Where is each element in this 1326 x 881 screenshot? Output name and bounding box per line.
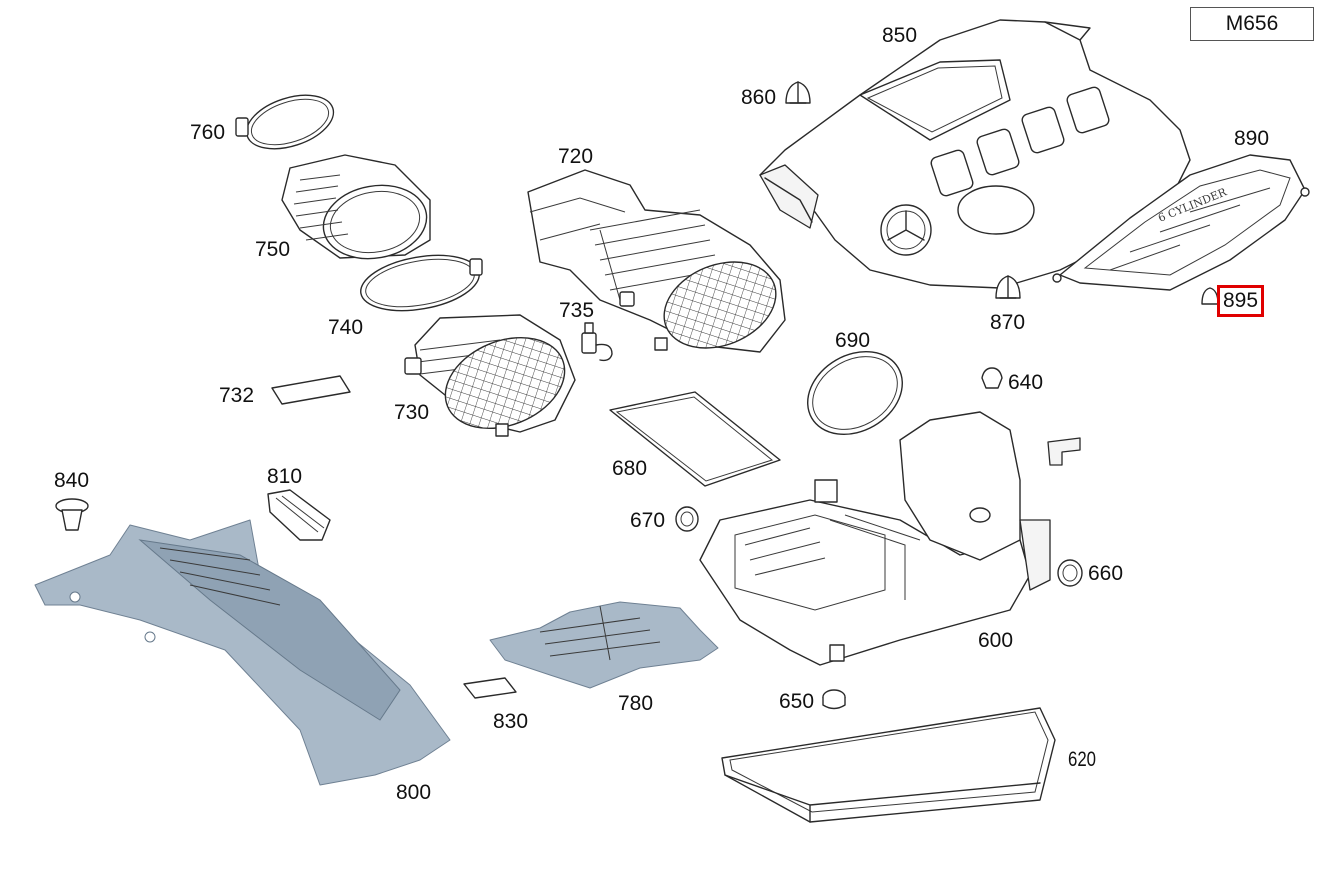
clip-895[interactable] [1201,287,1219,305]
sensor-735[interactable] [581,322,613,362]
air-guide-780[interactable] [489,601,719,689]
callout-620[interactable]: 620 [1068,748,1097,771]
callout-780[interactable]: 780 [618,692,654,715]
intake-duct-730[interactable] [404,314,578,445]
callout-850[interactable]: 850 [882,24,918,47]
clamp-760[interactable] [235,85,340,158]
seal-frame-680[interactable] [609,391,781,487]
label-830[interactable] [463,677,517,699]
seal-ring-690[interactable] [793,335,918,451]
callout-670[interactable]: 670 [630,509,666,532]
grommet-670[interactable] [675,506,699,532]
callout-895-highlighted[interactable]: 895 [1217,285,1265,317]
air-duct-800[interactable] [34,519,451,786]
air-duct-720[interactable] [527,169,789,364]
callout-890[interactable]: 890 [1234,127,1270,150]
bellows-hose-750[interactable] [281,154,432,266]
clamp-ring-740[interactable] [356,247,483,319]
callout-660[interactable]: 660 [1088,562,1124,585]
filter-housing-600[interactable] [699,411,1051,666]
callout-690[interactable]: 690 [835,329,871,352]
callout-640[interactable]: 640 [1008,371,1044,394]
bracket-clip[interactable] [1047,437,1081,466]
callout-750[interactable]: 750 [255,238,291,261]
cover-plate-890[interactable]: 6 CYLINDER [1052,154,1310,291]
callout-650[interactable]: 650 [779,690,815,713]
grommet-870[interactable] [995,275,1021,299]
callout-840[interactable]: 840 [54,469,90,492]
model-code-box: M656 [1190,7,1314,41]
callout-810[interactable]: 810 [267,465,303,488]
push-pin-840[interactable] [55,498,89,531]
callout-800[interactable]: 800 [396,781,432,804]
grommet-640[interactable] [981,367,1003,389]
callout-680[interactable]: 680 [612,457,648,480]
callout-860[interactable]: 860 [741,86,777,109]
grommet-650[interactable] [822,689,846,710]
callout-732[interactable]: 732 [219,384,255,407]
callout-730[interactable]: 730 [394,401,430,424]
callout-720[interactable]: 720 [558,145,594,168]
grommet-860[interactable] [785,81,811,104]
connector-810[interactable] [267,489,331,541]
engine-cover-850[interactable] [759,19,1191,289]
label-732[interactable] [271,375,351,405]
callout-735[interactable]: 735 [559,299,595,322]
filter-element-620[interactable] [721,707,1056,823]
callout-830[interactable]: 830 [493,710,529,733]
callout-600[interactable]: 600 [978,629,1014,652]
grommet-660[interactable] [1057,559,1083,587]
callout-870[interactable]: 870 [990,311,1026,334]
callout-760[interactable]: 760 [190,121,226,144]
callout-740[interactable]: 740 [328,316,364,339]
